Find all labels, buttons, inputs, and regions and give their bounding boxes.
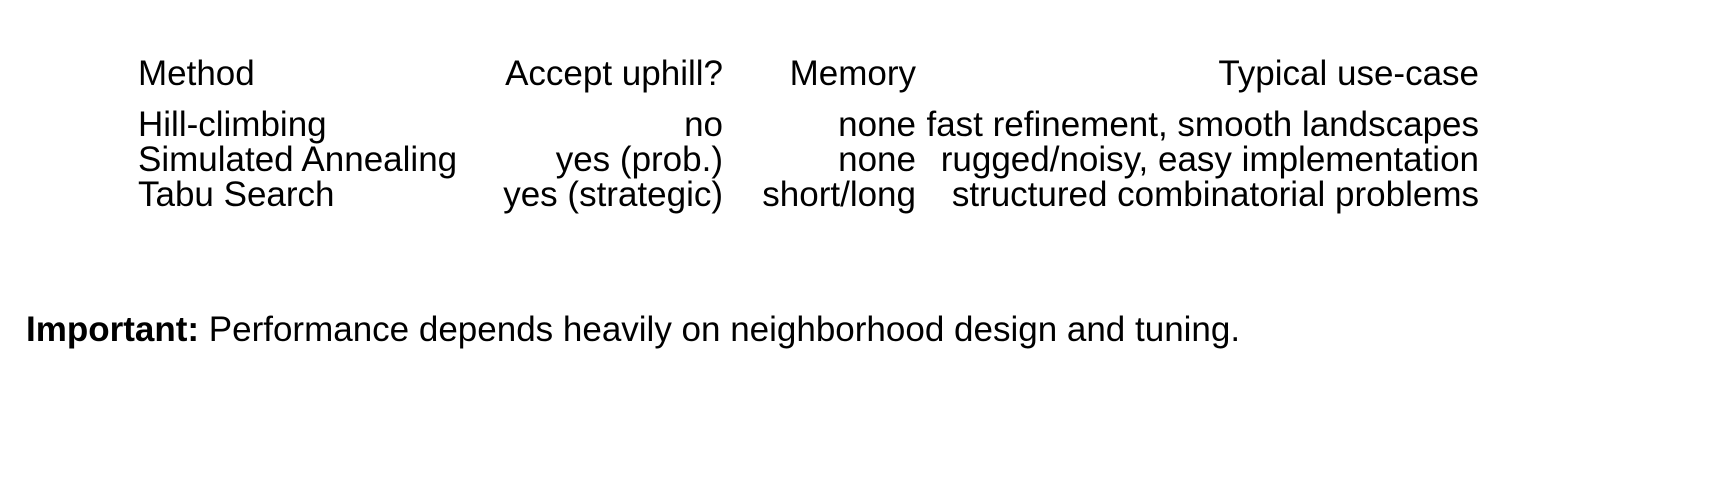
important-note: Important: Performance depends heavily o… — [26, 308, 1240, 352]
column-header-method: Method — [138, 54, 255, 93]
comparison-table: Method Accept uphill? Memory Typical use… — [138, 56, 1479, 229]
important-note-label: Important: — [26, 310, 200, 349]
cell-memory: short/long — [762, 175, 916, 214]
cell-memory: none — [838, 105, 916, 144]
cell-accept-uphill: yes (prob.) — [555, 140, 723, 179]
cell-typical-use-case: structured combinatorial problems — [951, 175, 1479, 214]
cell-method: Tabu Search — [138, 175, 335, 214]
cell-typical-use-case: fast refinement, smooth landscapes — [926, 105, 1479, 144]
column-header-memory: Memory — [789, 54, 916, 93]
comparison-table-container: Method Accept uphill? Memory Typical use… — [138, 56, 1479, 229]
cell-typical-use-case: rugged/noisy, easy implementation — [940, 140, 1479, 179]
cell-memory: none — [838, 140, 916, 179]
table-header: Method Accept uphill? Memory Typical use… — [138, 56, 1479, 91]
table-row: Tabu Search yes (strategic) short/long s… — [138, 177, 1479, 229]
table-row: Hill-climbing no none fast refinement, s… — [138, 91, 1479, 142]
cell-accept-uphill: yes (strategic) — [503, 175, 723, 214]
table-header-row: Method Accept uphill? Memory Typical use… — [138, 56, 1479, 91]
cell-accept-uphill: no — [684, 105, 723, 144]
cell-method: Hill-climbing — [138, 105, 327, 144]
cell-method: Simulated Annealing — [138, 140, 458, 179]
column-header-typical-use-case: Typical use-case — [1218, 54, 1479, 93]
column-header-accept-uphill: Accept uphill? — [505, 54, 723, 93]
important-note-text: Performance depends heavily on neighborh… — [208, 310, 1241, 349]
table-body: Hill-climbing no none fast refinement, s… — [138, 91, 1479, 229]
table-row: Simulated Annealing yes (prob.) none rug… — [138, 142, 1479, 177]
